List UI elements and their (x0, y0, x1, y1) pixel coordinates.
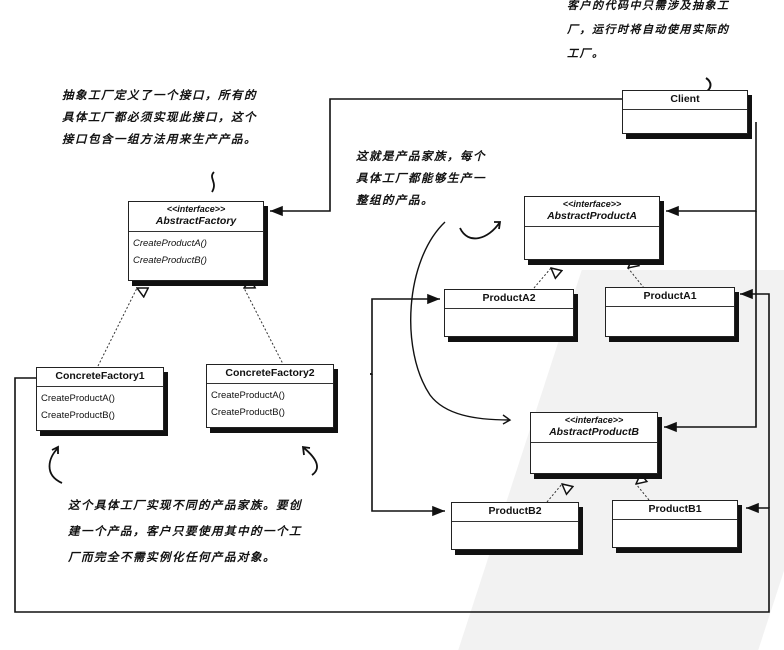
class-header: <<interface>> AbstractFactory (129, 202, 263, 232)
stereotype: <<interface>> (564, 415, 624, 425)
operation: CreateProductB() (41, 410, 115, 421)
class-name: ProductA2 (482, 292, 536, 304)
note-line: 抽象工厂定义了一个接口，所有的 (62, 88, 257, 102)
class-name: ProductB2 (488, 505, 542, 517)
real-pb2-abstractproductb (546, 484, 562, 503)
assoc-client-abstractproductb (664, 211, 757, 433)
class-name: AbstractFactory (155, 215, 237, 227)
handdrawn-arrow-cf2-note (301, 445, 318, 476)
class-header: ProductA1 (606, 288, 734, 307)
class-concrete-factory1[interactable]: ConcreteFactory1 CreateProductA() Create… (36, 367, 164, 431)
note-line: 建一个产品，客户只要使用其中的一个工 (68, 524, 302, 538)
note-line: 接口包含一组方法用来生产产品。 (62, 132, 257, 146)
class-operations: CreateProductA() CreateProductB() (37, 387, 163, 427)
note-line: 客户的代码中只需涉及抽象工 (567, 0, 730, 12)
real-pa1-abstractproducta (628, 268, 645, 289)
class-product-a2[interactable]: ProductA2 (444, 289, 574, 337)
class-name: AbstractProductA (547, 210, 637, 222)
dep-cf2-producta2 (370, 293, 440, 375)
class-client[interactable]: Client (622, 90, 748, 134)
class-header: <<interface>> AbstractProductB (531, 413, 657, 443)
handdrawn-arrow-af-note (211, 171, 215, 193)
operation: CreateProductA() (133, 238, 207, 249)
assoc-client-abstractproducta (666, 122, 757, 217)
class-name: ConcreteFactory2 (225, 367, 315, 379)
class-name: ProductA1 (643, 290, 697, 302)
real-cf2-abstractfactory (244, 288, 285, 367)
real-pb1-abstractproductb (636, 484, 650, 501)
stereotype: <<interface>> (166, 204, 226, 214)
class-name: ConcreteFactory1 (55, 370, 145, 382)
note-product-family: 这就是产品家族，每个 具体工厂都能够生产一 整组的产品。 (356, 145, 486, 211)
note-line: 具体工厂都必须实现此接口，这个 (62, 110, 257, 124)
operation: CreateProductB() (211, 407, 285, 418)
class-abstract-product-b[interactable]: <<interface>> AbstractProductB (530, 412, 658, 474)
note-abstract-factory: 抽象工厂定义了一个接口，所有的 具体工厂都必须实现此接口，这个 接口包含一组方法… (62, 84, 257, 150)
class-name: Client (670, 93, 700, 105)
real-cf1-abstractfactory (97, 288, 137, 367)
operation: CreateProductA() (211, 390, 285, 401)
note-concrete-factory: 这个具体工厂实现不同的产品家族。要创 建一个产品，客户只要使用其中的一个工 厂而… (68, 492, 302, 570)
uml-diagram: 客户的代码中只需涉及抽象工 厂，运行时将自动使用实际的 工厂。 抽象工厂定义了一… (14, 0, 784, 650)
class-header: ConcreteFactory2 (207, 365, 333, 384)
class-operations: CreateProductA() CreateProductB() (207, 384, 333, 424)
dep-cf1-productb1 (14, 377, 770, 613)
note-line: 具体工厂都能够生产一 (356, 171, 486, 185)
class-header: <<interface>> AbstractProductA (525, 197, 659, 227)
operation: CreateProductB() (133, 255, 207, 266)
note-line: 厂而完全不需实例化任何产品对象。 (68, 550, 276, 564)
class-abstract-factory[interactable]: <<interface>> AbstractFactory CreateProd… (128, 201, 264, 281)
class-product-b2[interactable]: ProductB2 (451, 502, 579, 550)
class-header: ProductA2 (445, 290, 573, 309)
class-header: ProductB2 (452, 503, 578, 522)
note-line: 这就是产品家族，每个 (356, 149, 486, 163)
operation: CreateProductA() (41, 393, 115, 404)
class-header: ConcreteFactory1 (37, 368, 163, 387)
note-client: 客户的代码中只需涉及抽象工 厂，运行时将自动使用实际的 工厂。 (567, 0, 730, 66)
note-line: 厂，运行时将自动使用实际的 (567, 23, 730, 36)
real-pa2-abstractproducta (533, 268, 551, 289)
class-concrete-factory2[interactable]: ConcreteFactory2 CreateProductA() Create… (206, 364, 334, 428)
note-line: 工厂。 (567, 47, 605, 60)
class-abstract-product-a[interactable]: <<interface>> AbstractProductA (524, 196, 660, 260)
handdrawn-arrow-cf1-note (48, 445, 63, 484)
stereotype: <<interface>> (562, 199, 622, 209)
note-line: 整组的产品。 (356, 193, 434, 207)
handdrawn-arrow-family-a (459, 221, 502, 240)
class-header: ProductB1 (613, 501, 737, 520)
class-name: AbstractProductB (549, 426, 639, 438)
dep-cf2-productb2 (371, 374, 445, 517)
class-header: Client (623, 91, 747, 110)
class-product-b1[interactable]: ProductB1 (612, 500, 738, 548)
class-operations: CreateProductA() CreateProductB() (129, 232, 263, 272)
note-line: 这个具体工厂实现不同的产品家族。要创 (68, 498, 302, 512)
class-product-a1[interactable]: ProductA1 (605, 287, 735, 337)
dep-cf1-producta1 (740, 288, 770, 508)
class-name: ProductB1 (648, 503, 702, 515)
handdrawn-arrow-family-b (410, 221, 512, 425)
assoc-client-abstractfactory (270, 98, 622, 217)
